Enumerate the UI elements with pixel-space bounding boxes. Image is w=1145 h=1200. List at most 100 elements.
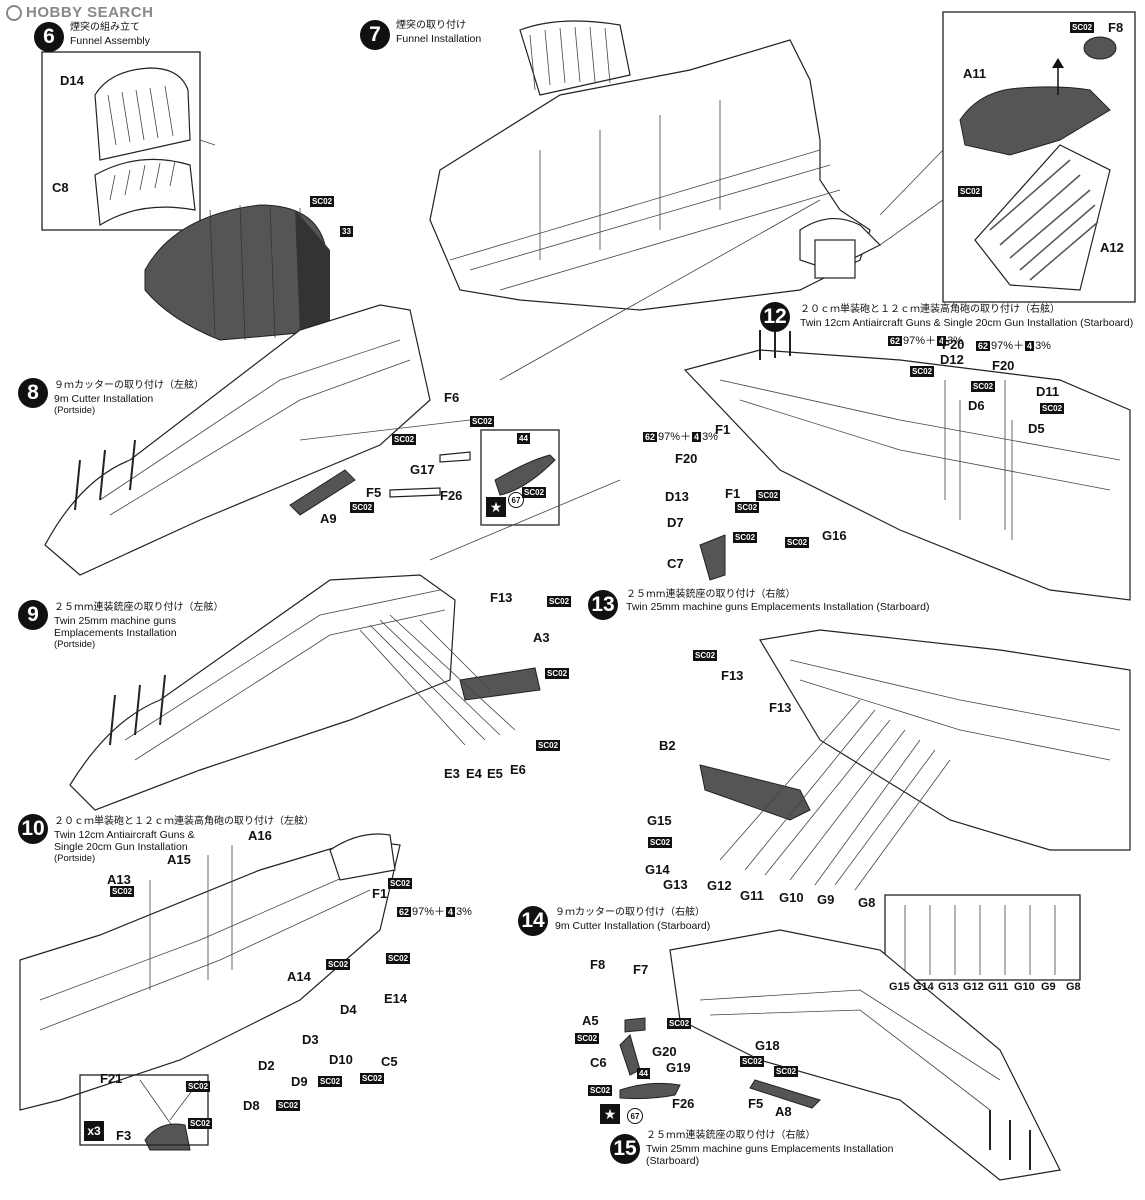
step-number: 6 [34,22,64,52]
part-label: E6 [510,762,526,777]
part-a3 [459,667,541,701]
watermark: HOBBY SEARCH [6,4,153,21]
part-label: A16 [248,828,272,843]
part-label: A15 [167,852,191,867]
funnel-cap-d14 [94,67,191,161]
part-label: G12 [963,981,984,993]
part-label: G13 [938,981,959,993]
part-label: F20 [942,337,965,352]
watermark-text: HOBBY SEARCH [26,4,154,21]
hull-step9 [69,574,456,811]
step-title-en: 9m Cutter Installation (Starboard) [555,920,711,932]
hull-step10 [19,839,401,1111]
step-number: 13 [588,590,618,620]
part-label: G16 [822,528,847,543]
hull-step7 [429,39,871,311]
paint-code: SC02 [648,837,673,848]
step-number: 7 [360,20,390,50]
step-title-en-3: (Portside) [54,853,96,864]
part-a9 [289,469,356,516]
part-label: G14 [645,862,670,877]
part-label: F21 [100,1071,123,1086]
part-label: G12 [707,878,732,893]
step-title-en: Twin 12cm Antiaircraft Guns & [54,829,195,841]
part-label: D12 [940,352,964,367]
part-label: F8 [1108,20,1124,35]
step-title-en: Twin 12cm Antiaircraft Guns & Single 20c… [800,317,1134,329]
cutter-step14 [619,1082,681,1100]
paint-code: SC02 [575,1033,600,1044]
paint-code: SC02 [350,502,375,513]
part-label: F20 [675,451,698,466]
part-label: F20 [992,358,1015,373]
step7-detail-box [942,11,1136,303]
part-label: A3 [533,630,550,645]
step-number: 12 [760,302,790,332]
step-title-en: Twin 25mm machine guns [54,615,176,627]
step-title-jp: ２０ｃｍ単装砲と１２ｃｍ連装高角砲の取り付け（左舷） [54,816,314,827]
part-label: F3 [116,1128,132,1143]
part-label: D2 [258,1058,275,1073]
part-label: F5 [748,1096,764,1111]
step-title-en-3: (Portside) [54,639,96,650]
part-label: G8 [858,895,876,910]
paint-circle: 67 [508,492,524,508]
logo-icon [6,4,22,21]
part-label: C5 [381,1054,398,1069]
grating-a12 [974,144,1111,291]
step-title-jp: 煙突の組み立て [70,22,140,33]
paint-code: SC02 [910,366,935,377]
part-label: F1 [725,486,741,501]
part-label: F26 [440,488,463,503]
part-label: G20 [652,1044,677,1059]
part-label: F26 [672,1096,695,1111]
hull-step13 [759,629,1131,851]
part-label: F5 [366,485,382,500]
part-label: G17 [410,462,435,477]
paint-code: SC02 [388,878,413,889]
paint-code: SC02 [1040,403,1065,414]
part-label: G15 [889,981,910,993]
part-label: F13 [490,590,513,605]
part-label: G10 [1014,981,1035,993]
part-label: G11 [740,888,764,903]
part-label: G9 [817,892,835,907]
part-b2 [699,764,811,821]
part-f8 [1083,36,1117,60]
paint-code: SC02 [470,416,495,427]
part-label: A9 [320,511,337,526]
step13-detail-box [884,894,1081,981]
step-title-en: Twin 25mm machine guns Emplacements Inst… [646,1143,894,1155]
decal-number: 44 [517,433,530,444]
paint-code: SC02 [110,886,135,897]
part-label: D3 [302,1032,319,1047]
part-c7 [699,534,726,581]
part-label: D13 [665,489,689,504]
paint-code: SC02 [188,1118,213,1129]
part-label: G19 [666,1060,691,1075]
part-label: D7 [667,515,684,530]
step-title-jp: ２５mm連装銃座の取り付け（左舷） [54,602,224,613]
part-label: F13 [721,668,744,683]
part-label: F6 [444,390,460,405]
part-label: G15 [647,813,672,828]
paint-code: SC02 [360,1073,385,1084]
part-label: A13 [107,872,131,887]
hull-step12 [683,349,1131,601]
step-number: 15 [610,1134,640,1164]
part-label: D11 [1036,384,1060,399]
step-title-en: Twin 25mm machine guns Emplacements Inst… [626,601,930,613]
paint-code: SC02 [536,740,561,751]
part-label: E3 [444,766,460,781]
paint-circle: 67 [627,1108,643,1124]
paint-code: SC02 [1070,22,1095,33]
step-title-en: 9m Cutter Installation [54,393,154,405]
step-title-jp: ２５mm連装銃座の取り付け（右舷） [646,1130,816,1141]
step-title-jp: ２０ｃｍ単装砲と１２ｃｍ連装高角砲の取り付け（右舷） [800,304,1060,315]
step-title-en: Funnel Installation [396,33,482,45]
part-label: G10 [779,890,804,905]
part-label: E14 [384,991,408,1006]
part-label: D10 [329,1052,353,1067]
